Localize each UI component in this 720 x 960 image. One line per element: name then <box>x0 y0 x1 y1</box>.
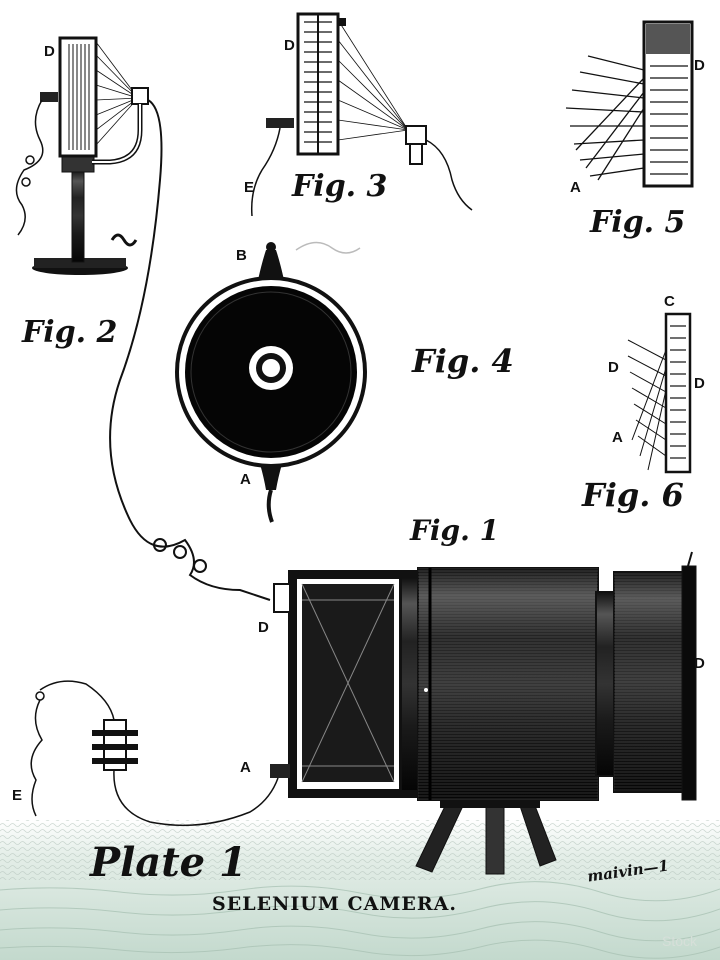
fig6-letter-c: C <box>664 293 675 310</box>
fig6-letter-a: A <box>612 429 623 446</box>
fig3-illustration <box>250 12 473 217</box>
battery-letter-e: E <box>12 787 22 804</box>
signal-wire <box>109 99 271 601</box>
fig3-letter-d: D <box>284 37 295 54</box>
stock-watermark: Stock <box>662 933 698 949</box>
fig1-letter-a: A <box>240 759 251 776</box>
fig2-illustration <box>15 36 149 275</box>
fig1-letter-d-right: D <box>694 655 705 672</box>
fig6-letter-d-right: D <box>694 375 705 392</box>
plate-title: Plate 1 <box>89 839 247 886</box>
fig6-letter-d-left: D <box>608 359 619 376</box>
plate-caption: SELENIUM CAMERA. <box>212 893 457 915</box>
fig5-letter-d: D <box>694 57 705 74</box>
battery-coil <box>30 680 279 827</box>
fig5-label: Fig. 5 <box>589 205 685 240</box>
fig4-label: Fig. 4 <box>411 342 514 380</box>
fig5-illustration <box>565 20 694 188</box>
fig4-letter-b: B <box>236 247 247 264</box>
fig1-letter-d: D <box>258 619 269 636</box>
fig3-label: Fig. 3 <box>291 169 387 204</box>
fig2-letter-d: D <box>44 43 55 60</box>
fig4-illustration <box>175 241 367 523</box>
fig3-letter-e: E <box>244 179 254 196</box>
fig5-letter-a: A <box>570 179 581 196</box>
fig6-illustration <box>627 312 692 474</box>
fig1-label: Fig. 1 <box>409 514 499 547</box>
fig6-label: Fig. 6 <box>581 476 684 514</box>
fig4-letter-a: A <box>240 471 251 488</box>
sea-background <box>0 820 720 960</box>
fig2-label: Fig. 2 <box>21 315 117 350</box>
fig1-camera <box>270 551 697 875</box>
